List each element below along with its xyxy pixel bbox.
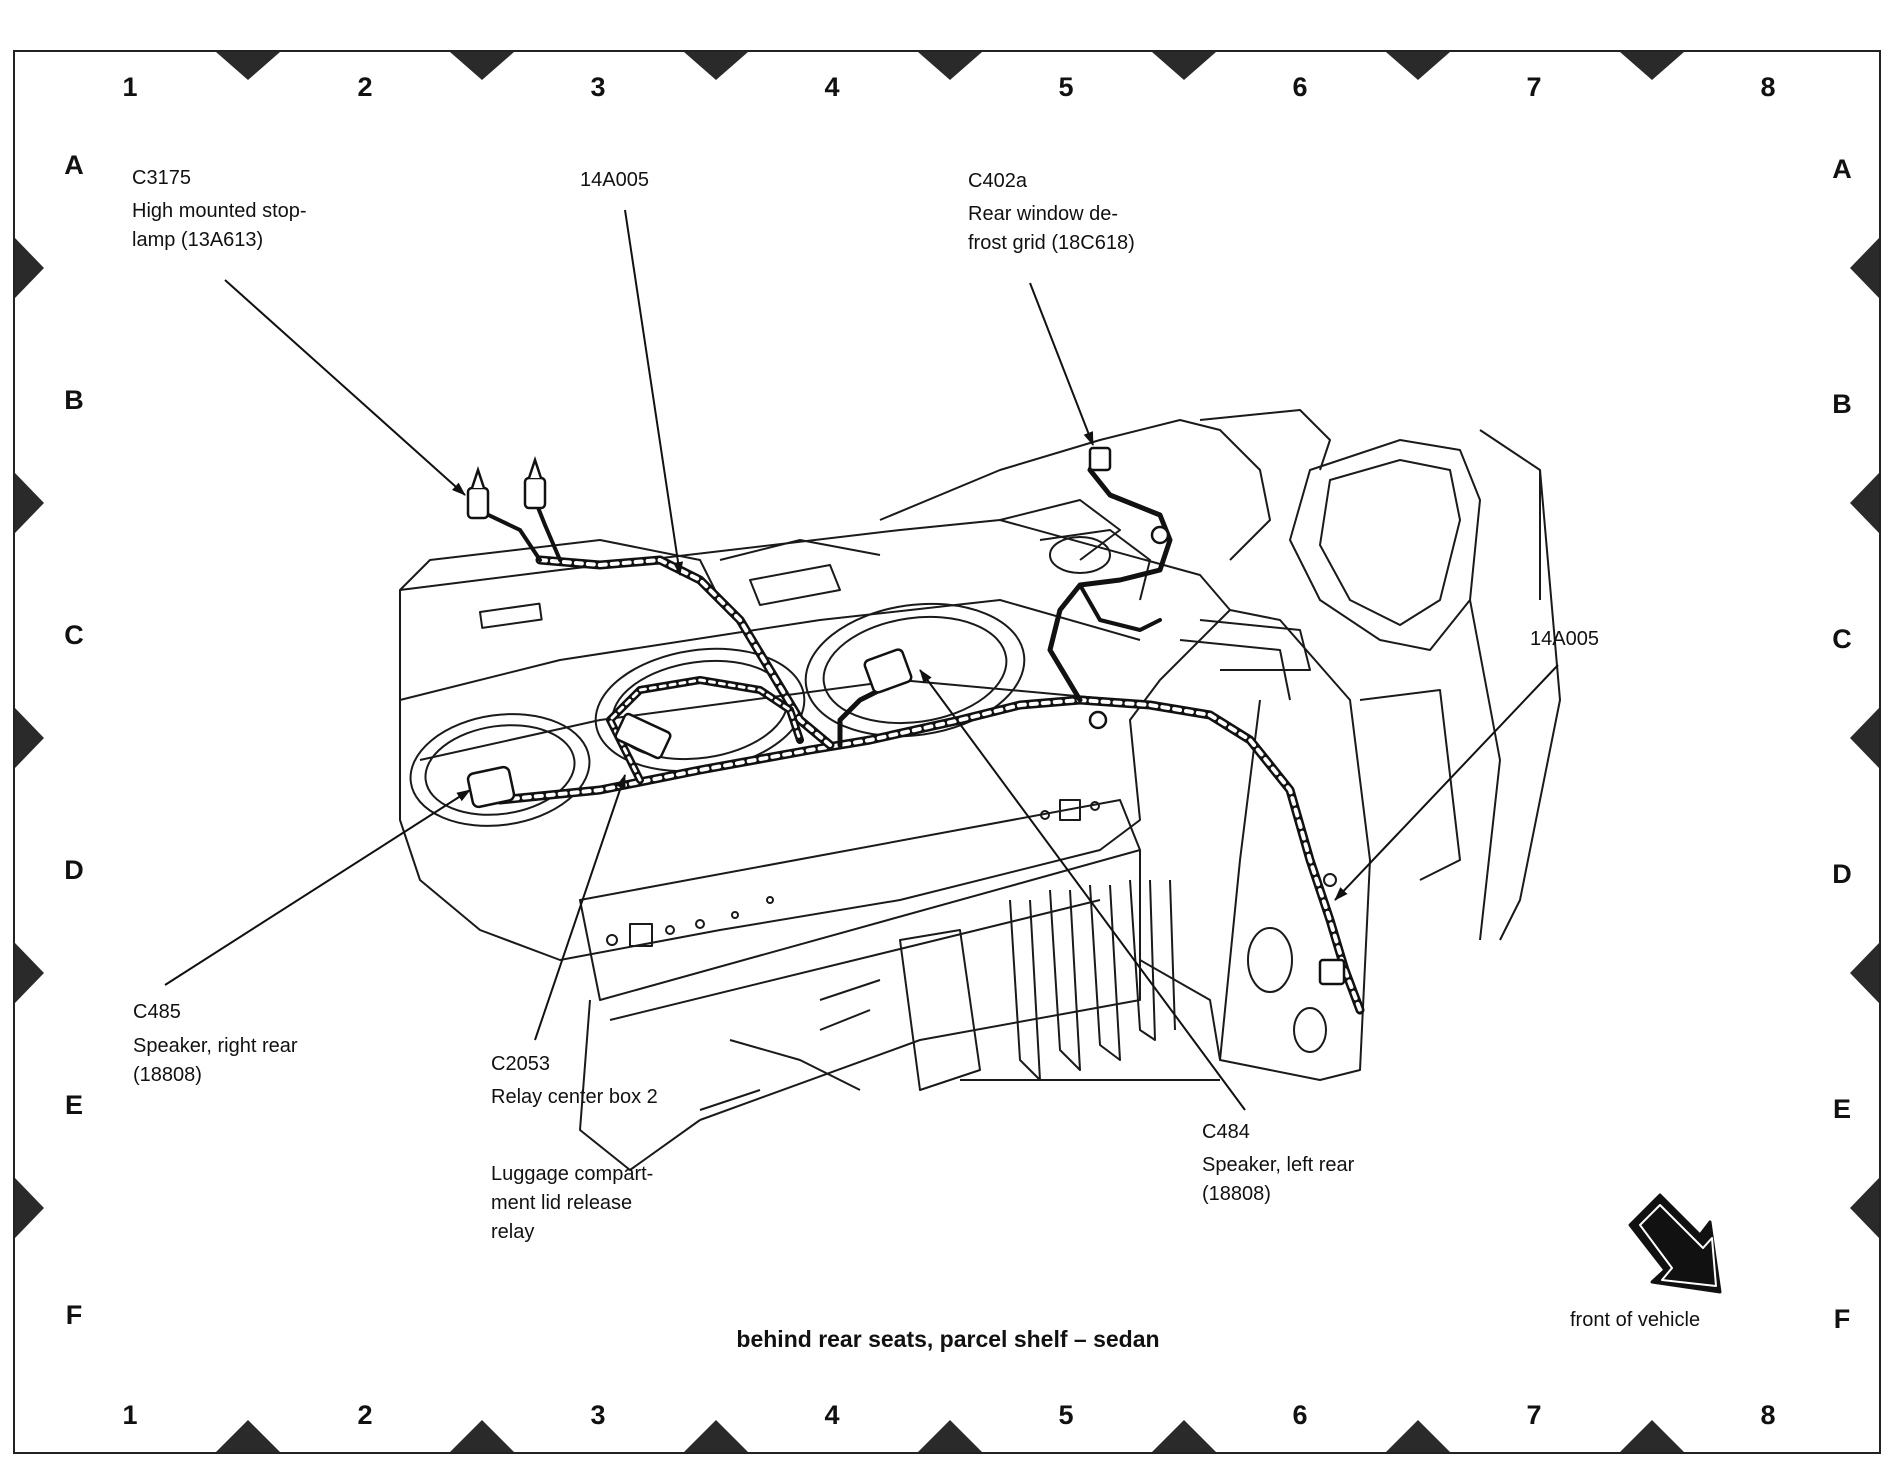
tick-left-0 bbox=[15, 238, 44, 298]
diagram-caption: behind rear seats, parcel shelf – sedan bbox=[736, 1326, 1160, 1352]
grid-column-bottom-2: 2 bbox=[357, 1400, 373, 1430]
grid-row-left-C: C bbox=[64, 620, 84, 650]
vehicle-structure bbox=[399, 409, 1561, 1171]
tick-top-6 bbox=[1620, 52, 1684, 80]
tick-bottom-5 bbox=[1386, 1420, 1450, 1452]
callout-c485-desc: Speaker, right rear (18808) bbox=[133, 1035, 298, 1086]
leader-14a005-right bbox=[1334, 664, 1559, 901]
tick-bottom-6 bbox=[1620, 1420, 1684, 1452]
grid-ticks bbox=[15, 52, 1879, 1452]
front-of-vehicle-arrow bbox=[1628, 1193, 1722, 1294]
grid-column-top-7: 7 bbox=[1526, 72, 1542, 102]
connector-c2053 bbox=[614, 712, 672, 760]
leader-c402a bbox=[1029, 282, 1094, 446]
grid-row-right-A: A bbox=[1832, 154, 1852, 184]
tick-top-5 bbox=[1386, 52, 1450, 80]
tick-bottom-2 bbox=[684, 1420, 748, 1452]
grid-column-bottom-4: 4 bbox=[824, 1400, 840, 1430]
grid-column-bottom-6: 6 bbox=[1292, 1400, 1308, 1430]
grid-column-top-8: 8 bbox=[1760, 72, 1776, 102]
grid-column-bottom-7: 7 bbox=[1526, 1400, 1542, 1430]
speaker-opening-left bbox=[804, 602, 1026, 738]
grid-row-left-E: E bbox=[64, 1090, 83, 1120]
tick-top-2 bbox=[684, 52, 748, 80]
tick-bottom-3 bbox=[918, 1420, 982, 1452]
callout-c3175-code: C3175 bbox=[132, 167, 191, 189]
grid-row-left-A: A bbox=[64, 150, 84, 180]
grid-column-top-3: 3 bbox=[590, 72, 606, 102]
tick-right-0 bbox=[1850, 238, 1879, 298]
tick-bottom-0 bbox=[216, 1420, 280, 1452]
rear-quarter-opening bbox=[1289, 439, 1481, 651]
leader-c3175 bbox=[224, 279, 466, 496]
tick-top-1 bbox=[450, 52, 514, 80]
grid-row-left-B: B bbox=[64, 385, 84, 415]
leader-c484 bbox=[919, 669, 1246, 1111]
harness-speaker-left-branch bbox=[837, 687, 883, 748]
grid-column-top-1: 1 bbox=[122, 72, 138, 102]
leader-14a005-top bbox=[624, 209, 684, 576]
grid-column-bottom-5: 5 bbox=[1058, 1400, 1074, 1430]
tick-right-2 bbox=[1850, 708, 1879, 768]
stoplamp-bulb-2 bbox=[523, 476, 547, 510]
grid-column-top-5: 5 bbox=[1058, 72, 1074, 102]
callout-c484-desc: Speaker, left rear (18808) bbox=[1202, 1154, 1355, 1205]
underside-slats bbox=[1009, 879, 1176, 1081]
callout-c3175-desc: High mounted stop- lamp (13A613) bbox=[132, 200, 307, 251]
callout-c485-code: C485 bbox=[133, 1001, 181, 1023]
front-of-vehicle-label: front of vehicle bbox=[1570, 1309, 1701, 1331]
tick-top-3 bbox=[918, 52, 982, 80]
connectors bbox=[466, 446, 1346, 986]
grid-row-left-F: F bbox=[65, 1300, 83, 1330]
frame-border bbox=[13, 50, 1881, 1454]
callout-c484-code: C484 bbox=[1202, 1121, 1250, 1143]
grid-row-right-F: F bbox=[1833, 1304, 1851, 1334]
callout-c2053-desc: Relay center box 2 bbox=[491, 1086, 658, 1108]
callout-c2053-code: C2053 bbox=[491, 1053, 550, 1075]
callout-c2053-desc2: Luggage compart- ment lid release relay bbox=[491, 1163, 654, 1243]
tick-right-1 bbox=[1850, 473, 1879, 533]
tick-left-4 bbox=[15, 1178, 44, 1238]
parcel-shelf-outline bbox=[399, 519, 1231, 961]
grid-row-right-C: C bbox=[1832, 624, 1852, 654]
grid-column-bottom-1: 1 bbox=[122, 1400, 138, 1430]
tick-bottom-1 bbox=[450, 1420, 514, 1452]
grid-row-right-D: D bbox=[1832, 859, 1852, 889]
connector-c402a bbox=[1088, 446, 1112, 472]
grid-column-bottom-8: 8 bbox=[1760, 1400, 1776, 1430]
leader-c485 bbox=[164, 789, 471, 986]
callout-14a005-right-code: 14A005 bbox=[1530, 628, 1599, 650]
tick-bottom-4 bbox=[1152, 1420, 1216, 1452]
tick-right-4 bbox=[1850, 1178, 1879, 1238]
tick-top-4 bbox=[1152, 52, 1216, 80]
grid-column-top-2: 2 bbox=[357, 72, 373, 102]
harness-defrost-branch bbox=[1047, 447, 1173, 703]
leader-lines bbox=[164, 209, 1559, 1111]
connector-c485 bbox=[466, 765, 516, 809]
stoplamp-bulb-1 bbox=[466, 486, 490, 520]
harness-main bbox=[495, 695, 1365, 1015]
tick-top-0 bbox=[216, 52, 280, 80]
tick-right-3 bbox=[1850, 943, 1879, 1003]
grid-column-top-6: 6 bbox=[1292, 72, 1308, 102]
tick-left-2 bbox=[15, 708, 44, 768]
front-panel-holes bbox=[606, 799, 1100, 947]
callout-14a005-top-code: 14A005 bbox=[580, 169, 649, 191]
grid-column-bottom-3: 3 bbox=[590, 1400, 606, 1430]
connector-c484 bbox=[863, 648, 913, 694]
speaker-opening-right bbox=[409, 713, 591, 827]
wiring-harness bbox=[476, 447, 1365, 1015]
callout-c402a-code: C402a bbox=[968, 170, 1027, 192]
tick-left-1 bbox=[15, 473, 44, 533]
grid-column-top-4: 4 bbox=[824, 72, 840, 102]
grid-row-right-E: E bbox=[1832, 1094, 1851, 1124]
grid-row-left-D: D bbox=[64, 855, 84, 885]
grid-row-right-B: B bbox=[1832, 389, 1852, 419]
leader-c2053 bbox=[534, 774, 626, 1041]
tick-left-3 bbox=[15, 943, 44, 1003]
callout-c402a-desc: Rear window de- frost grid (18C618) bbox=[968, 203, 1135, 254]
